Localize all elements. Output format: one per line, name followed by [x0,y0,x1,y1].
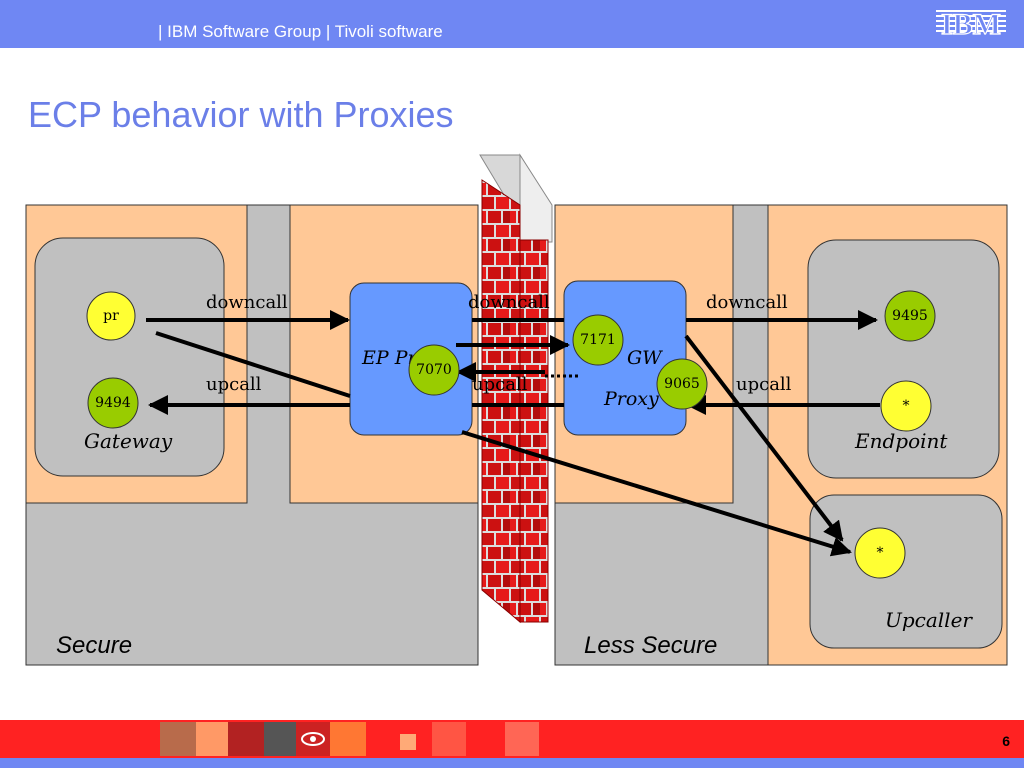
port-upcaller-star [854,527,906,579]
ibm-logo-text: IBM [941,8,1001,40]
port-pr [86,291,136,341]
ibm-logo: IBM [936,7,1006,40]
port-upcaller-star-label: * [877,545,884,561]
header-text: | IBM Software Group | Tivoli software [158,22,443,41]
footer-bar [0,720,1024,768]
port-pr-label: pr [103,308,119,324]
port-9065 [656,358,708,410]
footer-photo-strip [160,722,539,756]
pr-diagonal-line [155,331,351,398]
port-7171 [572,314,624,366]
endpoint-label: Endpoint [854,429,948,453]
upcall-label-2: upcall [472,374,528,395]
port-9495 [884,290,936,342]
secure-zone-label: Secure [56,632,132,659]
slide-title: ECP behavior with Proxies [28,94,454,135]
upcall-label-1: upcall [206,374,262,395]
port-9065-label: 9065 [664,376,700,392]
firewall [479,153,553,624]
port-7070-label: 7070 [416,362,452,378]
endpoint-box [807,239,1000,479]
port-9494-label: 9494 [95,395,131,411]
port-9494 [87,377,139,429]
downcall-label-2: downcall [468,292,550,313]
diagram: EP Proxy GW Proxy Gateway Endpoint Upcal… [25,153,1008,666]
upcaller-label: Upcaller [885,608,973,632]
less-secure-zone-label: Less Secure [584,632,717,659]
port-endpoint-star-label: * [903,398,910,414]
gw-proxy-label-line2: Proxy [603,388,659,410]
downcall-label-1: downcall [206,292,288,313]
port-7070 [408,344,460,396]
gateway-label: Gateway [84,429,173,453]
page-number: 6 [1002,733,1010,749]
port-9495-label: 9495 [892,308,928,324]
port-7171-label: 7171 [580,332,616,348]
gw-proxy-to-upcaller-arrow [684,334,844,542]
upcaller-box [809,494,1003,649]
gw-proxy-label-line1: GW [627,347,663,369]
downcall-label-3: downcall [706,292,788,313]
port-endpoint-star [880,380,932,432]
upcall-label-3: upcall [736,374,792,395]
header-bar [0,0,1024,48]
ep-proxy-to-upcaller-arrow [461,430,852,557]
